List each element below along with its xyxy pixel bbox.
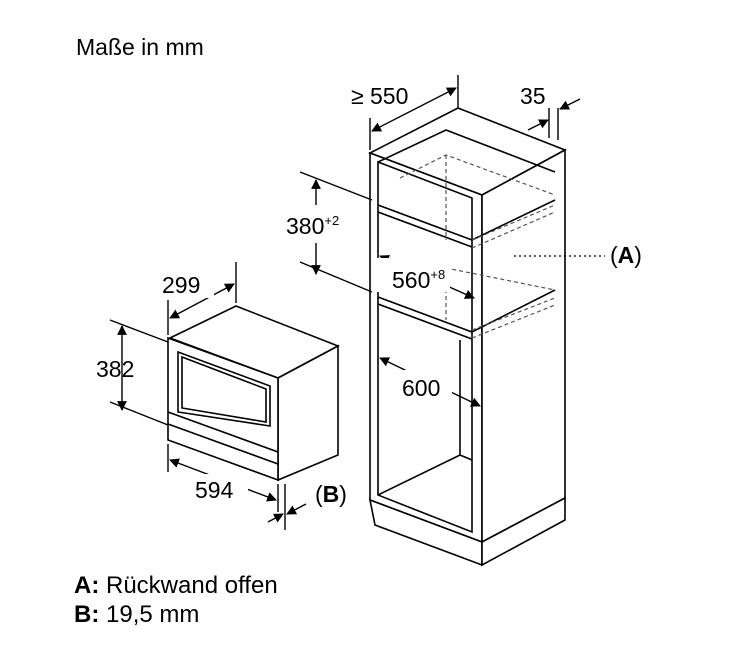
dim-gap: 35 — [520, 83, 546, 109]
dim-appliance-height: 382 — [96, 356, 134, 382]
dim-appliance-width: 594 — [195, 477, 234, 503]
dim-inner-width: 600 — [402, 375, 440, 401]
appliance-dimension-labels: 299 382 594 (B) — [96, 268, 347, 507]
legend-text: Rückwand offen — [106, 572, 278, 599]
callout-a: (A) — [610, 242, 642, 268]
dim-niche-height: 380+2 — [286, 213, 339, 239]
dim-appliance-depth: 299 — [162, 272, 200, 298]
cabinet-cavity — [377, 160, 473, 534]
cabinet-dimension-labels: ≥ 550 35 380+2 560+8 600 (A) — [280, 83, 642, 402]
legend-key: A: — [74, 572, 100, 599]
cabinet-side — [481, 148, 566, 544]
dim-niche-width: 560+8 — [392, 267, 445, 293]
tall-cabinet — [368, 107, 567, 567]
appliance — [167, 305, 340, 482]
page-title: Maße in mm — [76, 34, 204, 60]
dim-cabinet-depth: ≥ 550 — [351, 83, 408, 109]
legend-item-a: A: Rückwand offen — [74, 572, 278, 600]
callout-b: (B) — [315, 481, 347, 507]
legend-text: 19,5 mm — [106, 601, 200, 628]
legend-key: B: — [74, 601, 100, 628]
legend-item-b: B: 19,5 mm — [74, 601, 199, 629]
